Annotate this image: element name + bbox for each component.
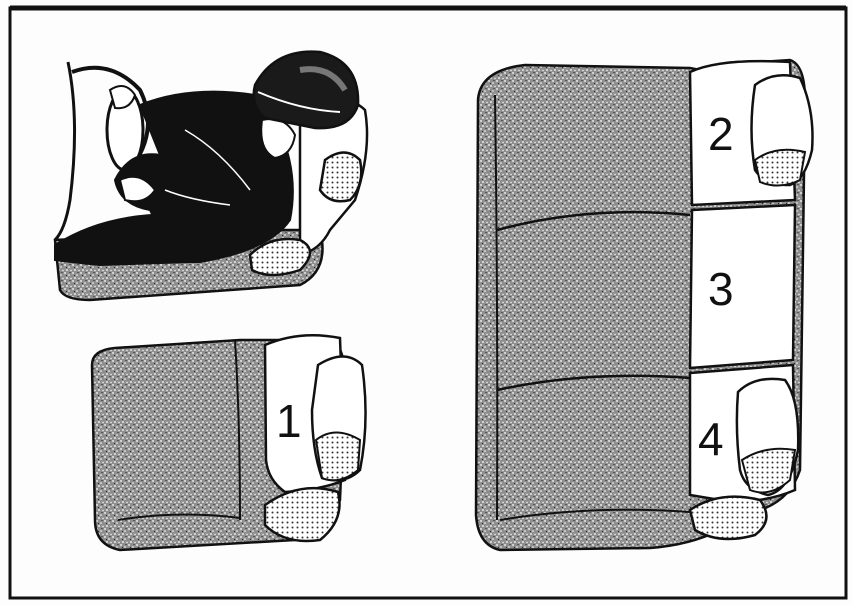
single-seat-fold bbox=[234, 339, 241, 521]
steering-wheel bbox=[71, 65, 150, 172]
jacket-fold-2 bbox=[164, 189, 231, 206]
driver-helmet bbox=[252, 50, 360, 130]
bench-seat-bolster bbox=[688, 495, 768, 541]
helmet-shine bbox=[299, 66, 348, 92]
jacket-fold bbox=[184, 129, 251, 191]
single-seat-front-edge bbox=[117, 513, 241, 521]
bench-seat: 2 3 4 bbox=[474, 58, 814, 552]
driver-right-hand bbox=[118, 175, 157, 203]
bench-headrest-lower-shade bbox=[740, 447, 797, 494]
bench-separator-upper bbox=[496, 210, 691, 232]
seat-label-3: 3 bbox=[708, 263, 734, 315]
door-pillar bbox=[53, 61, 77, 242]
single-seat: 1 bbox=[90, 333, 367, 552]
driver-left-hand bbox=[108, 85, 137, 110]
bench-front-edge bbox=[499, 508, 691, 521]
driver-illustration bbox=[53, 50, 369, 302]
seat-panel-3 bbox=[688, 203, 797, 370]
seat-label-4: 4 bbox=[698, 413, 724, 465]
driver-headrest bbox=[318, 151, 363, 203]
bench-headrest-upper-shade bbox=[753, 148, 807, 187]
single-seat-bolster bbox=[263, 486, 341, 543]
driver-bolster bbox=[248, 237, 312, 277]
bench-seat-left-fold bbox=[494, 94, 499, 521]
seat-label-2: 2 bbox=[708, 108, 734, 160]
driver-legs bbox=[54, 213, 204, 267]
helmet-visor-line bbox=[257, 91, 341, 113]
bench-separator-lower bbox=[496, 374, 691, 392]
driver-face bbox=[260, 118, 297, 160]
seat-label-1: 1 bbox=[276, 395, 302, 447]
single-seat-headrest-shade bbox=[314, 431, 362, 482]
